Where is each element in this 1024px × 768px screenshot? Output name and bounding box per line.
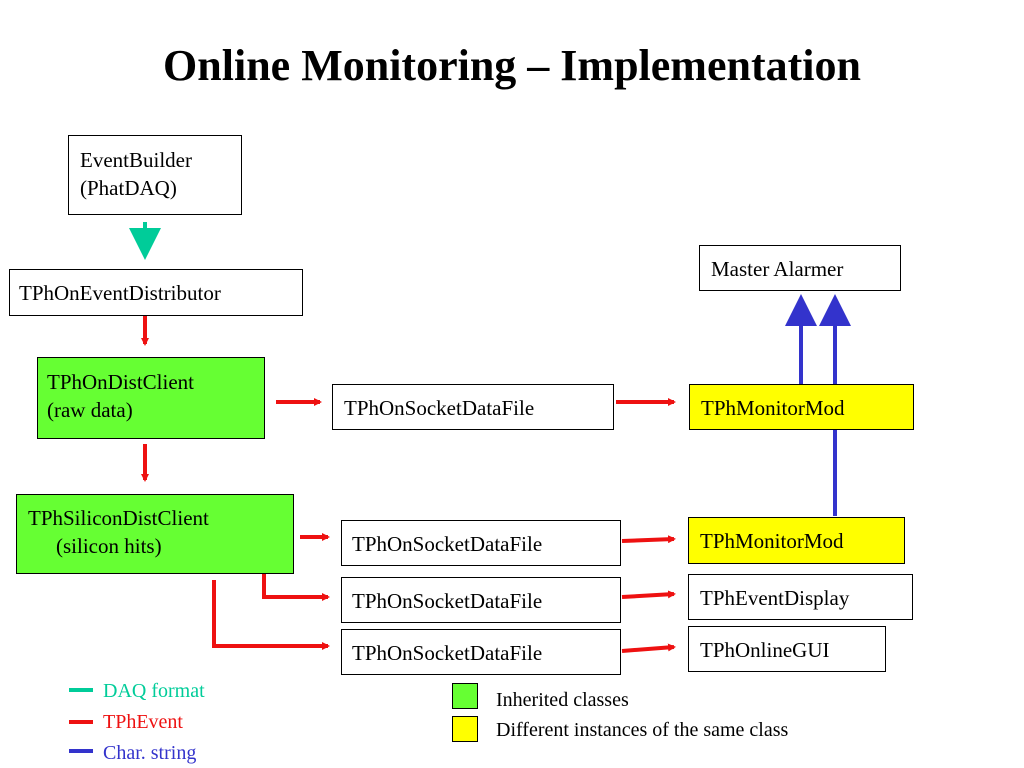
legend-line-tphevent-label: TPhEvent xyxy=(103,711,183,733)
box-online-gui-label: TPhOnlineGUI xyxy=(700,638,830,662)
box-online-gui: TPhOnlineGUI xyxy=(688,626,886,672)
box-event-builder: EventBuilder (PhatDAQ) xyxy=(68,135,242,215)
box-monitor-mod-2: TPhMonitorMod xyxy=(688,517,905,564)
box-socket-file-4-label: TPhOnSocketDataFile xyxy=(352,641,543,665)
box-monitor-mod-2-label: TPhMonitorMod xyxy=(700,529,844,553)
legend-line-daq-swatch xyxy=(69,688,93,692)
box-silicon-client: TPhSiliconDistClient (silicon hits) xyxy=(16,494,294,574)
box-event-display: TPhEventDisplay xyxy=(688,574,913,620)
legend-swatch-inherited xyxy=(452,683,478,709)
legend-swatch-instances xyxy=(452,716,478,742)
box-socket-file-2-label: TPhOnSocketDataFile xyxy=(352,532,543,556)
box-event-builder-line2: (PhatDAQ) xyxy=(80,176,177,200)
arrow-socketfile-3-to-eventdisplay xyxy=(621,590,676,599)
arrow-socketfile-2-to-monitormod-2 xyxy=(621,535,676,544)
arrow-socketfile-4-to-onlinegui xyxy=(621,643,676,653)
box-silicon-client-line1: TPhSiliconDistClient xyxy=(28,506,209,530)
box-event-builder-line1: EventBuilder xyxy=(80,148,192,172)
box-event-distributor: TPhOnEventDistributor xyxy=(9,269,303,316)
box-monitor-mod-1-label: TPhMonitorMod xyxy=(701,396,845,420)
legend-line-tphevent-swatch xyxy=(69,720,93,724)
box-socket-file-1-label: TPhOnSocketDataFile xyxy=(344,396,535,420)
box-dist-client: TPhOnDistClient (raw data) xyxy=(37,357,265,439)
arrow-siliconclient-to-socketfile-3 xyxy=(262,572,330,601)
box-master-alarmer: Master Alarmer xyxy=(699,245,901,291)
box-socket-file-3: TPhOnSocketDataFile xyxy=(341,577,621,623)
legend-line-charstring-swatch xyxy=(69,749,93,753)
legend-swatch-instances-label: Different instances of the same class xyxy=(496,719,789,741)
legend-line-charstring-label: Char. string xyxy=(103,742,197,764)
box-socket-file-4: TPhOnSocketDataFile xyxy=(341,629,621,675)
page-title: Online Monitoring – Implementation xyxy=(163,41,861,90)
box-event-distributor-label: TPhOnEventDistributor xyxy=(19,281,221,305)
box-silicon-client-line2: (silicon hits) xyxy=(56,534,162,558)
box-socket-file-3-label: TPhOnSocketDataFile xyxy=(352,589,543,613)
box-socket-file-1: TPhOnSocketDataFile xyxy=(332,384,614,430)
box-socket-file-2: TPhOnSocketDataFile xyxy=(341,520,621,566)
box-master-alarmer-label: Master Alarmer xyxy=(711,257,844,281)
legend-swatch-inherited-label: Inherited classes xyxy=(496,689,629,711)
box-dist-client-line2: (raw data) xyxy=(47,398,133,422)
box-dist-client-line1: TPhOnDistClient xyxy=(47,370,195,394)
box-monitor-mod-1: TPhMonitorMod xyxy=(689,384,914,430)
arrow-siliconclient-to-socketfile-4 xyxy=(212,580,330,650)
box-event-display-label: TPhEventDisplay xyxy=(700,586,850,610)
legend-line-daq-label: DAQ format xyxy=(103,680,205,702)
